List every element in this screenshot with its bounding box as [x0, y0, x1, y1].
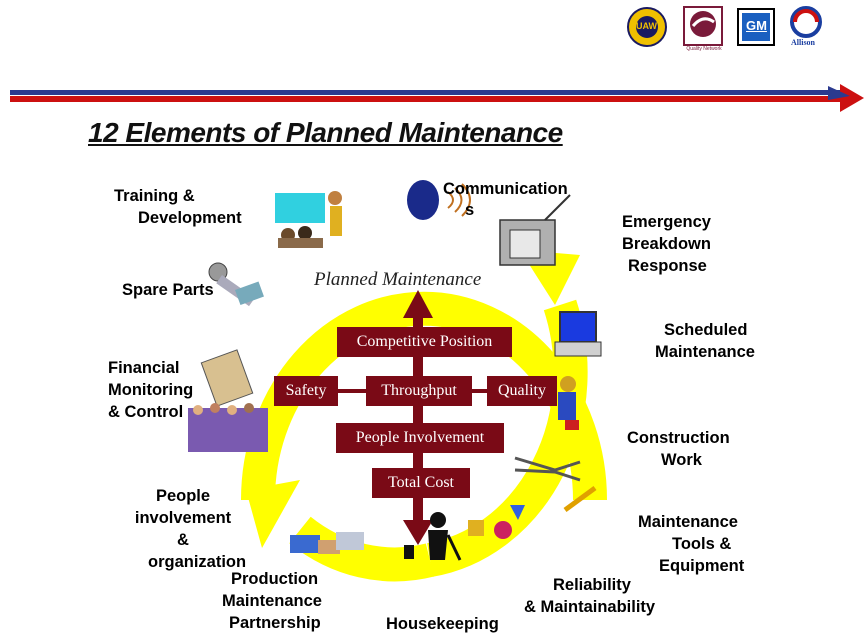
center-arrow-shaft — [413, 312, 423, 527]
housekeeping-clipart — [404, 512, 462, 561]
emergency-clipart — [499, 194, 571, 266]
gm-logo — [737, 8, 775, 46]
box-safety: Safety — [274, 376, 338, 406]
tools-clipart — [514, 456, 597, 513]
handshake-clipart — [290, 532, 364, 554]
box-people-involvement: People Involvement — [336, 423, 504, 453]
allison-logo — [790, 6, 822, 38]
box-quality: Quality — [487, 376, 557, 406]
allison-logo-text: Allison — [791, 38, 816, 47]
label-spare-parts: Spare Parts — [122, 281, 214, 299]
spare-parts-clipart — [208, 262, 264, 307]
label-reliability: Reliability & Maintainability — [524, 576, 656, 616]
label-communication: Communication s — [443, 180, 568, 219]
quality-network-logo — [683, 6, 723, 46]
header-rule-arrowhead — [840, 84, 864, 112]
reliability-clipart — [468, 505, 525, 539]
gm-logo-text: GM — [746, 18, 767, 33]
label-people: People involvement & organization — [134, 487, 247, 571]
page-title: 12 Elements of Planned Maintenance — [88, 117, 563, 148]
ring-arrowhead-left — [246, 480, 300, 548]
financial-clipart — [188, 349, 268, 452]
header-rule-red — [10, 96, 850, 102]
center-title: Planned Maintenance — [314, 269, 482, 290]
quality-network-logo-text: Quality Network — [686, 46, 722, 52]
header-rule-blue — [10, 90, 850, 95]
box-throughput: Throughput — [366, 376, 472, 406]
label-financial: Financial Monitoring & Control — [108, 359, 194, 421]
label-tools: Maintenance Tools & Equipment — [638, 513, 745, 575]
box-total-cost: Total Cost — [372, 468, 470, 498]
scheduled-clipart — [554, 311, 602, 357]
center-arrow-down — [403, 520, 433, 545]
uaw-logo-text: UAW — [636, 21, 657, 31]
label-scheduled: Scheduled Maintenance — [655, 321, 755, 361]
box-competitive-position: Competitive Position — [337, 327, 512, 357]
uaw-logo — [627, 7, 667, 47]
label-training: Training & Development — [114, 187, 242, 227]
label-housekeeping: Housekeeping — [386, 615, 499, 633]
center-arrow-up — [403, 290, 433, 318]
label-emergency: Emergency Breakdown Response — [622, 213, 711, 275]
communication-clipart — [407, 180, 471, 220]
construction-clipart — [558, 376, 579, 430]
label-production: Production Maintenance Partnership — [222, 570, 322, 632]
label-construction: Construction Work — [627, 429, 730, 469]
training-clipart — [275, 191, 342, 248]
